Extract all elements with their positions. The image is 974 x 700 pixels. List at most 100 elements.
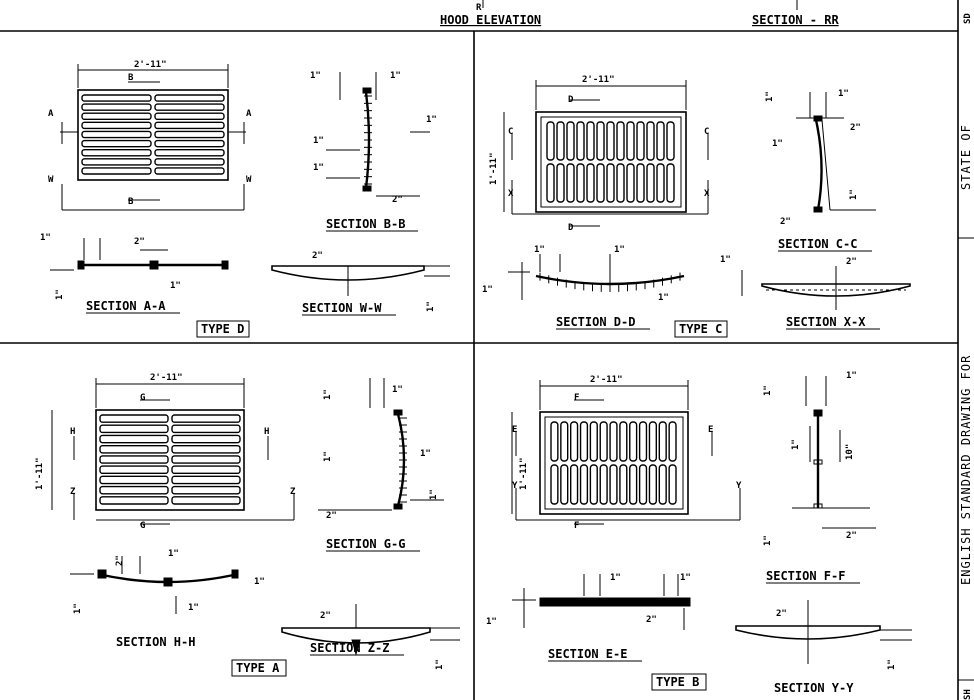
grate-slot [619,421,628,462]
type-c-label: TYPE C [679,322,722,336]
grate-slot [646,121,655,161]
section-cc-profile [814,119,823,211]
grate-slot [616,121,625,161]
grate-slot [656,163,665,203]
type-a-box [231,659,287,677]
cut-b-top: B [128,73,134,83]
grate-slot [556,163,565,203]
grate-slot [154,130,225,139]
grate-slot [658,464,667,505]
grate-slots-type-d [81,94,225,175]
grate-slot [606,163,615,203]
grate-slot [171,414,241,423]
grate-slot [586,121,595,161]
grate-slot [546,163,555,203]
dim-cc-2b: 2" [780,217,791,227]
grate-slot [599,421,608,462]
dim-bb-1a: 1" [310,71,321,81]
cut-y-right: Y [736,481,742,491]
state-text: STATE OF [959,124,973,190]
grate-slot [99,455,169,464]
grate-slot [576,121,585,161]
grate-slot [154,103,225,111]
cut-h-left: H [70,427,75,437]
cut-b-bottom: B [128,197,134,207]
cut-h-right: H [264,427,269,437]
grate-slot [619,464,628,505]
grate-plan-type-a [95,409,245,511]
grate-slot [609,464,618,505]
grate-slot [154,139,225,148]
grate-slot [556,121,565,161]
dim-xx-2: 2" [846,257,857,267]
cut-f-bottom: F [574,521,579,531]
grate-slot [666,121,675,161]
dim-aa-2: 2" [134,237,145,247]
grate-slot [646,163,655,203]
grate-slot [648,421,658,462]
cut-g-bottom: G [140,521,145,531]
grate-slot [81,130,152,139]
dim-hh-1c: 1" [188,603,199,613]
grate-plan-type-c [535,111,687,213]
dim-ff-1a: 1" [763,385,773,396]
grate-slot [171,465,241,475]
width-dim-type-d: 2'-11" [134,60,167,70]
dim-zz-1: 1" [435,659,445,670]
grate-slot [154,94,225,102]
dim-hh-1a: 1" [168,549,179,559]
cut-a-right: A [246,109,252,119]
panel-type-d: 2'-11" B B A A W W 1" 1" 1" 1" 1" 2" SEC… [40,60,450,338]
section-ww-profile [271,265,425,281]
grate-slot [579,421,589,462]
cut-d-top: D [568,95,574,105]
grate-slot [636,163,645,203]
grate-slot [81,139,152,148]
dim-cc-1c: 1" [772,139,783,149]
cut-x-left: X [508,189,514,199]
dim-hh-1b: 1" [254,577,265,587]
dim-bb-1c: 1" [313,136,324,146]
cut-g-top: G [140,393,145,403]
grate-slot [666,163,675,203]
grate-slot [606,121,615,161]
dim-bb-1d: 1" [426,115,437,125]
type-d-label: TYPE D [201,322,244,336]
dim-ww-2: 2" [312,251,323,261]
grate-slot [550,421,559,462]
grate-slot [99,434,169,444]
cut-z-right: Z [290,487,296,497]
grate-slot [171,475,241,485]
grate-slot [99,414,169,423]
grate-slot [626,121,635,161]
cut-z-left: Z [70,487,76,497]
grate-slot [171,455,241,464]
grate-slot [81,148,152,157]
cut-c-right: C [704,127,709,137]
grate-slot [656,121,665,161]
grate-slot [81,94,152,102]
section-aa-title: SECTION A-A [86,299,166,313]
dim-ff-1b: 1" [846,371,857,381]
dim-bb-1b: 1" [390,71,401,81]
dim-ff-1c: 1" [791,439,801,450]
panel-type-b: 2'-11" 1'-11" F F E E Y Y 1" 1" 1" 10" 1… [486,371,912,695]
grate-slot [576,163,585,203]
height-dim-type-c: 1'-11" [489,152,499,185]
grate-slot [99,465,169,475]
grate-slot [668,464,677,505]
dim-gg-1d: 1" [323,451,333,462]
grate-slot [589,421,598,462]
grate-slot [99,475,169,485]
dim-gg-1e: 1" [429,489,439,500]
grate-slot [596,121,605,161]
cut-e-left: E [512,425,517,435]
dim-gg-1b: 1" [392,385,403,395]
dim-dd-1b: 1" [614,245,625,255]
dim-hh-1d: 1" [73,603,83,614]
cut-x-right: X [704,189,710,199]
dim-bb-2: 2" [392,195,403,205]
dim-ee-1c: 1" [486,617,497,627]
